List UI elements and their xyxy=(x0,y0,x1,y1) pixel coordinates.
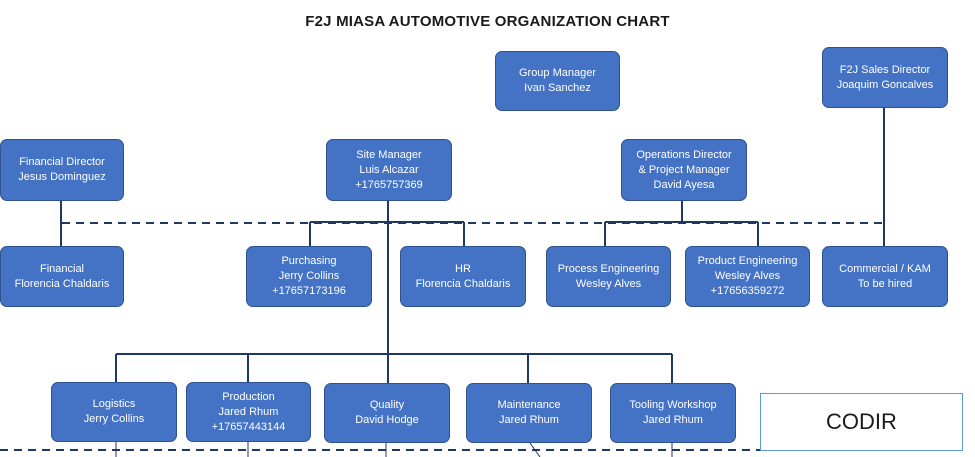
box-phone: +17657443144 xyxy=(211,420,286,433)
box-role-2: & Project Manager xyxy=(638,163,730,176)
box-role: Commercial / KAM xyxy=(839,262,931,275)
codir-label: CODIR xyxy=(760,393,963,451)
box-phone: +1765757369 xyxy=(355,178,423,191)
box-role: Group Manager xyxy=(518,67,597,79)
box-role: Financial xyxy=(39,262,85,275)
box-logistics: Logistics Jerry Collins xyxy=(51,382,177,442)
box-group-manager: Group Manager Ivan Sanchez xyxy=(495,51,620,111)
box-person: Joaquim Goncalves xyxy=(836,78,934,91)
box-maintenance: Maintenance Jared Rhum xyxy=(466,383,592,443)
box-person: Jerry Collins xyxy=(278,270,340,282)
box-production: Production Jared Rhum +17657443144 xyxy=(186,382,311,442)
box-person: Luis Alcazar xyxy=(359,163,419,176)
box-role: Maintenance xyxy=(497,399,561,411)
box-person: Jared Rhum xyxy=(499,414,559,426)
box-sales-director: F2J Sales Director Joaquim Goncalves xyxy=(822,47,948,108)
box-person: Florencia Chaldaris xyxy=(415,277,511,290)
box-person: David Hodge xyxy=(355,414,419,426)
box-person: Florencia Chaldaris xyxy=(14,277,110,290)
box-role: Site Manager xyxy=(356,148,422,161)
box-role: Product Engineering xyxy=(697,255,798,267)
page-title: F2J MIASA AUTOMOTIVE ORGANIZATION CHART xyxy=(305,13,670,30)
box-process-engineering: Process Engineering Wesley Alves xyxy=(546,246,671,307)
box-financial-director: Financial Director Jesus Dominguez xyxy=(0,139,124,201)
box-role: Operations Director xyxy=(636,148,732,161)
box-product-engineering: Product Engineering Wesley Alves +176563… xyxy=(685,246,810,307)
box-phone: +17656359272 xyxy=(710,285,785,297)
box-person: Jerry Collins xyxy=(83,413,145,425)
box-person: Jared Rhum xyxy=(643,414,703,426)
box-financial: Financial Florencia Chaldaris xyxy=(0,246,124,307)
box-commercial: Commercial / KAM To be hired xyxy=(822,246,948,307)
box-purchasing: Purchasing Jerry Collins +17657173196 xyxy=(246,246,372,307)
box-person: Wesley Alves xyxy=(714,270,781,282)
box-role: F2J Sales Director xyxy=(839,63,931,76)
box-tooling-workshop: Tooling Workshop Jared Rhum xyxy=(610,383,736,443)
box-person: David Ayesa xyxy=(653,178,715,191)
box-role: Process Engineering xyxy=(557,262,660,275)
box-role: HR xyxy=(455,262,471,275)
box-role: Logistics xyxy=(92,398,136,410)
box-person: To be hired xyxy=(857,277,913,290)
box-person: Jared Rhum xyxy=(218,405,279,418)
box-person: Wesley Alves xyxy=(575,277,642,290)
box-quality: Quality David Hodge xyxy=(324,383,450,443)
box-role: Tooling Workshop xyxy=(629,399,717,411)
box-operations-director: Operations Director & Project Manager Da… xyxy=(621,139,747,201)
box-role: Quality xyxy=(369,399,405,411)
box-person: Ivan Sanchez xyxy=(524,82,591,94)
box-phone: +17657173196 xyxy=(272,285,346,297)
box-role: Purchasing xyxy=(281,255,337,267)
box-role: Production xyxy=(222,390,275,403)
box-hr: HR Florencia Chaldaris xyxy=(400,246,526,307)
box-person: Jesus Dominguez xyxy=(18,171,106,183)
box-role: Financial Director xyxy=(19,156,105,168)
box-site-manager: Site Manager Luis Alcazar +1765757369 xyxy=(326,139,452,201)
